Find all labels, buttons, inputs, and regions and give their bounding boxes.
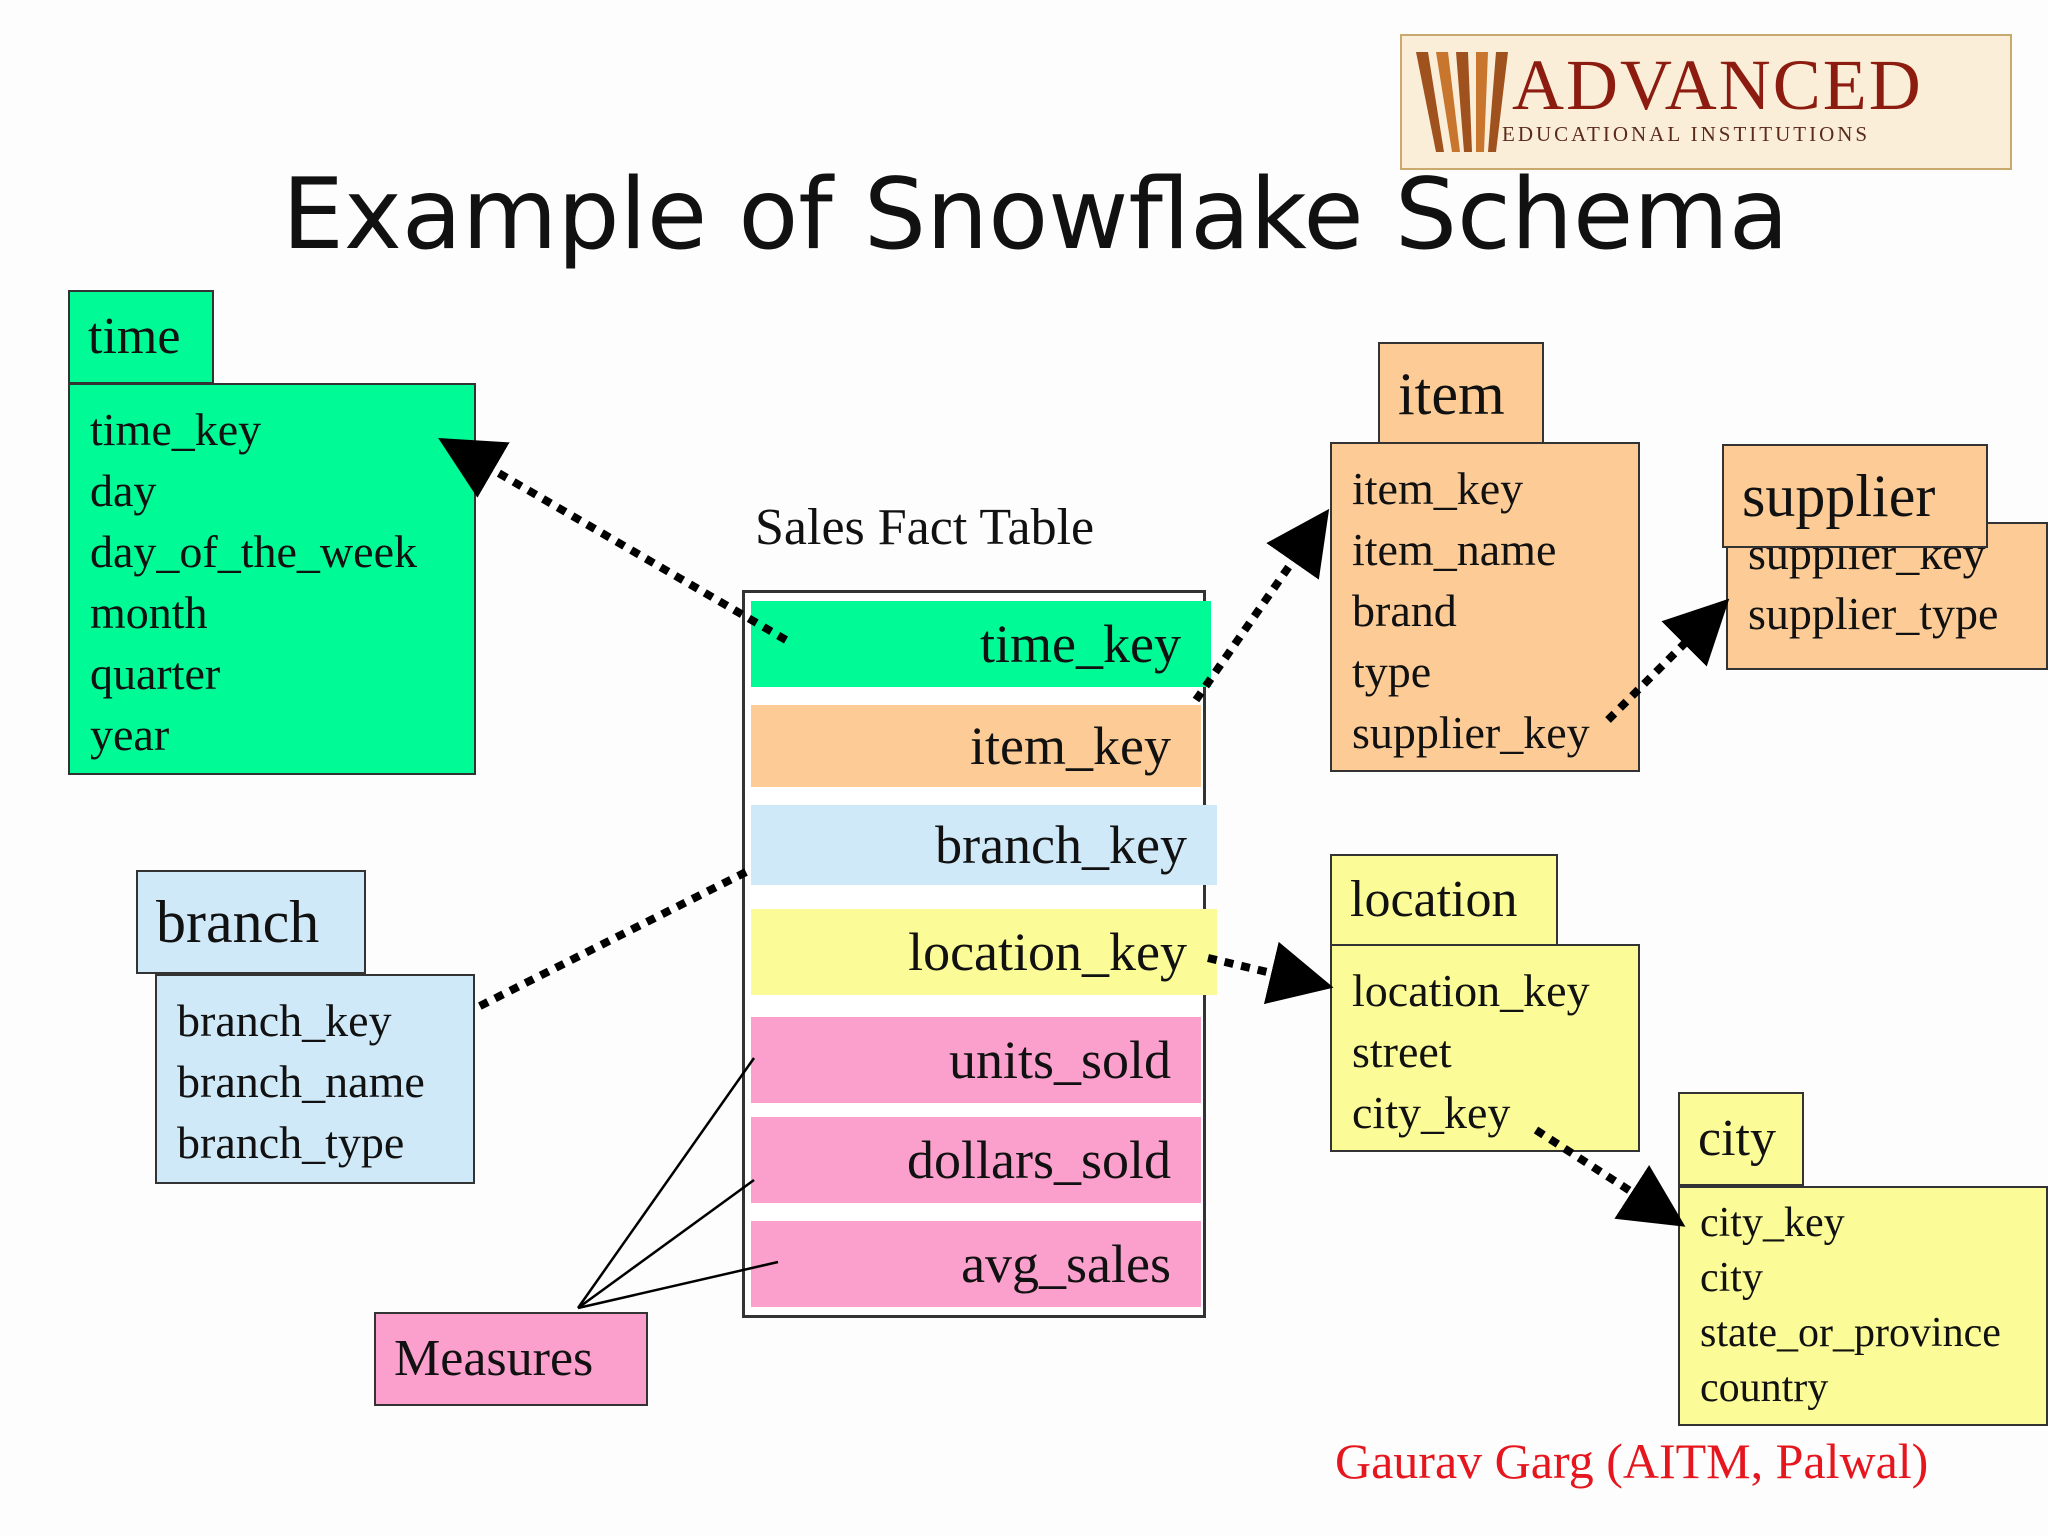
fact-row-units-sold: units_sold bbox=[751, 1017, 1201, 1103]
item-field: item_name bbox=[1352, 524, 1557, 575]
branch-table-header: branch bbox=[136, 870, 366, 974]
item-key-connector bbox=[1192, 508, 1330, 703]
city-key-connector bbox=[1533, 1126, 1686, 1227]
logo-subtext: EDUCATIONAL INSTITUTIONS bbox=[1502, 122, 1871, 146]
branch-field: branch_type bbox=[177, 1117, 405, 1168]
sales-fact-table: time_key item_key branch_key location_ke… bbox=[742, 590, 1217, 1318]
fact-row-label: units_sold bbox=[948, 1030, 1171, 1090]
city-table-body: city_key city state_or_province country bbox=[1678, 1186, 2048, 1426]
page-title: Example of Snowflake Schema bbox=[282, 158, 1789, 272]
item-field: supplier_key bbox=[1352, 707, 1590, 758]
city-field: city_key bbox=[1700, 1200, 1845, 1246]
supplier-field: supplier_type bbox=[1748, 588, 1999, 639]
measures-line-dollars-sold bbox=[577, 1178, 755, 1310]
time-field: day bbox=[90, 465, 157, 516]
time-field: year bbox=[90, 709, 170, 760]
location-table-body: location_key street city_key bbox=[1330, 944, 1640, 1152]
time-field: month bbox=[90, 587, 208, 638]
fact-row-item-key: item_key bbox=[751, 705, 1201, 787]
fact-row-branch-key: branch_key bbox=[751, 805, 1217, 885]
location-table-header: location bbox=[1330, 854, 1558, 946]
time-field: time_key bbox=[90, 404, 262, 455]
fact-row-location-key: location_key bbox=[751, 909, 1217, 995]
time-table-header: time bbox=[68, 290, 214, 384]
measures-line-units-sold bbox=[576, 1057, 756, 1309]
location-field: location_key bbox=[1352, 965, 1590, 1016]
item-field: item_key bbox=[1352, 463, 1524, 514]
institution-logo: ADVANCED EDUCATIONAL INSTITUTIONS bbox=[1400, 34, 2012, 170]
time-table-name: time bbox=[88, 308, 181, 365]
measures-label-box: Measures bbox=[374, 1312, 648, 1406]
item-table-body: item_key item_name brand type supplier_k… bbox=[1330, 442, 1640, 772]
city-field: city bbox=[1700, 1255, 1763, 1301]
measures-label: Measures bbox=[394, 1330, 594, 1387]
time-field: quarter bbox=[90, 648, 221, 699]
item-table-header: item bbox=[1378, 342, 1544, 446]
fact-row-label: branch_key bbox=[935, 815, 1187, 875]
fact-row-label: time_key bbox=[980, 614, 1181, 674]
branch-table-name: branch bbox=[156, 889, 320, 955]
city-field: state_or_province bbox=[1700, 1310, 2001, 1356]
location-key-connector bbox=[1207, 941, 1334, 1005]
fact-row-label: item_key bbox=[970, 716, 1171, 776]
supplier-table-name: supplier bbox=[1742, 463, 1936, 529]
fact-row-label: dollars_sold bbox=[907, 1130, 1171, 1190]
location-field: street bbox=[1352, 1026, 1452, 1077]
logo-text: ADVANCED bbox=[1512, 45, 1923, 125]
time-field: day_of_the_week bbox=[90, 526, 417, 577]
item-field: brand bbox=[1352, 585, 1457, 636]
time-table-body: time_key day day_of_the_week month quart… bbox=[68, 383, 476, 775]
fact-row-label: location_key bbox=[908, 922, 1187, 982]
fact-row-time-key: time_key bbox=[751, 601, 1211, 687]
city-field: country bbox=[1700, 1365, 1829, 1411]
logo-emblem-icon bbox=[1416, 52, 1508, 152]
supplier-key-connector bbox=[1605, 598, 1730, 723]
time-key-connector bbox=[438, 437, 789, 644]
supplier-table-header: supplier bbox=[1722, 444, 1988, 548]
branch-field: branch_key bbox=[177, 995, 392, 1046]
city-table-header: city bbox=[1678, 1092, 1804, 1186]
location-table-name: location bbox=[1350, 871, 1518, 928]
fact-row-dollars-sold: dollars_sold bbox=[751, 1117, 1201, 1203]
branch-key-connector bbox=[474, 868, 748, 1012]
item-table-name: item bbox=[1398, 361, 1505, 427]
measures-line-avg-sales bbox=[577, 1260, 779, 1310]
fact-row-avg-sales: avg_sales bbox=[751, 1221, 1201, 1307]
item-field: type bbox=[1352, 646, 1432, 697]
fact-table-label: Sales Fact Table bbox=[755, 499, 1095, 556]
fact-row-label: avg_sales bbox=[961, 1234, 1171, 1294]
branch-field: branch_name bbox=[177, 1056, 425, 1107]
branch-table-body: branch_key branch_name branch_type bbox=[155, 974, 475, 1184]
city-table-name: city bbox=[1698, 1110, 1776, 1167]
location-field: city_key bbox=[1352, 1087, 1511, 1138]
author-credit: Gaurav Garg (AITM, Palwal) bbox=[1335, 1433, 1929, 1489]
